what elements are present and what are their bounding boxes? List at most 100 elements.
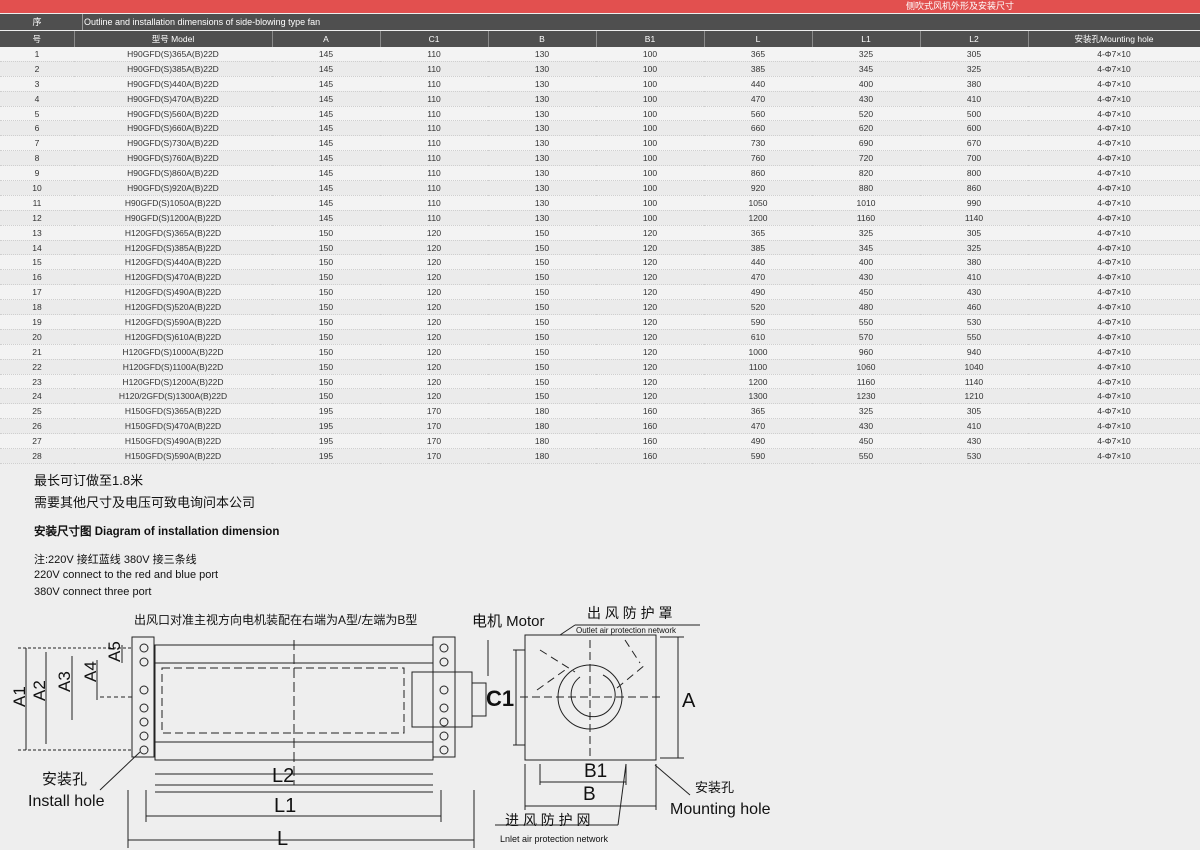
table-cell: 195 [272,448,380,464]
table-cell: 16 [0,269,74,286]
table-cell: 17 [0,284,74,301]
table-cell: H120GFD(S)440A(B)22D [74,254,272,271]
table-cell: 4-Φ7×10 [1028,225,1200,241]
table-cell: 120 [596,299,704,316]
table-cell: 110 [380,165,488,182]
table-cell: 120 [596,225,704,241]
table-cell: 25 [0,403,74,420]
table-cell: 365 [704,403,812,420]
table-cell: 11 [0,195,74,211]
table-cell: H90GFD(S)1050A(B)22D [74,195,272,211]
table-cell: 4-Φ7×10 [1028,106,1200,122]
table-cell: H90GFD(S)440A(B)22D [74,76,272,92]
table-cell: 180 [488,403,596,420]
table-cell: 145 [272,135,380,152]
table-cell: 150 [272,329,380,345]
table-cell: 4-Φ7×10 [1028,240,1200,256]
column-header: 型号 Model [74,31,273,47]
dim-a1: A1 [10,686,29,707]
table-cell: 145 [272,165,380,182]
installation-diagram: 出风口对准主视方向电机装配在右端为A型/左端为B型 [10,605,771,850]
table-cell: 100 [596,195,704,211]
table-cell: 120 [380,269,488,286]
table-cell: H120GFD(S)385A(B)22D [74,240,272,256]
table-cell: 1040 [920,359,1028,375]
table-cell: 110 [380,180,488,196]
table-cell: 4-Φ7×10 [1028,120,1200,137]
table-cell: 305 [920,47,1028,62]
table-cell: 1000 [704,344,812,360]
table-cell: 13 [0,225,74,241]
mounting-hole-label-cn: 安装孔 [695,780,734,795]
table-cell: H150GFD(S)590A(B)22D [74,448,272,464]
inlet-label-en: Lnlet air protection network [500,834,609,844]
table-cell: 430 [812,91,920,107]
table-cell: 130 [488,76,596,92]
table-cell: 130 [488,61,596,77]
table-cell: 9 [0,165,74,182]
table-cell: 100 [596,106,704,122]
table-cell: 100 [596,76,704,92]
install-hole-label-cn: 安装孔 [42,771,87,788]
table-cell: 8 [0,150,74,167]
table-cell: 670 [920,135,1028,152]
table-cell: 19 [0,314,74,330]
table-cell: 490 [704,284,812,301]
table-cell: 120 [596,388,704,405]
table-cell: 860 [920,180,1028,196]
table-cell: 110 [380,61,488,77]
diagram-title: 安装尺寸图 Diagram of installation dimension [34,526,280,538]
dim-c1: C1 [486,686,514,711]
table-cell: 440 [704,254,812,271]
table-cell: 145 [272,76,380,92]
table-cell: 500 [920,106,1028,122]
wiring-note-en-220: 220V connect to the red and blue port [34,569,219,581]
table-cell: 120 [380,329,488,345]
table-cell: 110 [380,106,488,122]
table-cell: 880 [812,180,920,196]
column-header: L [704,31,813,47]
table-cell: 385 [704,61,812,77]
dim-a4: A4 [81,661,100,682]
table-cell: 620 [812,120,920,137]
table-cell: 100 [596,47,704,62]
table-cell: 130 [488,106,596,122]
seq-header: 序 [32,17,42,27]
table-caption-row: 序 Outline and installation dimensions of… [0,14,1200,30]
table-cell: 145 [272,61,380,77]
table-cell: 14 [0,240,74,256]
table-cell: 305 [920,403,1028,420]
table-cell: 4-Φ7×10 [1028,210,1200,226]
table-cell: 1300 [704,388,812,405]
table-cell: 1160 [812,374,920,390]
table-cell: 325 [812,403,920,420]
table-cell: 110 [380,210,488,226]
table-cell: 4-Φ7×10 [1028,299,1200,316]
table-cell: 800 [920,165,1028,182]
table-cell: 170 [380,403,488,420]
table-cell: 5 [0,106,74,122]
table-cell: 145 [272,210,380,226]
table-cell: 1060 [812,359,920,375]
table-cell: 6 [0,120,74,137]
table-cell: 120 [380,374,488,390]
table-cell: 150 [272,374,380,390]
table-cell: 530 [920,448,1028,464]
table-cell: 490 [704,433,812,450]
table-cell: 110 [380,195,488,211]
table-cell: H90GFD(S)920A(B)22D [74,180,272,196]
contact-note: 需要其他尺寸及电压可致电询问本公司 [34,495,256,510]
table-cell: 1200 [704,210,812,226]
table-cell: 130 [488,165,596,182]
dim-a3: A3 [55,671,74,692]
